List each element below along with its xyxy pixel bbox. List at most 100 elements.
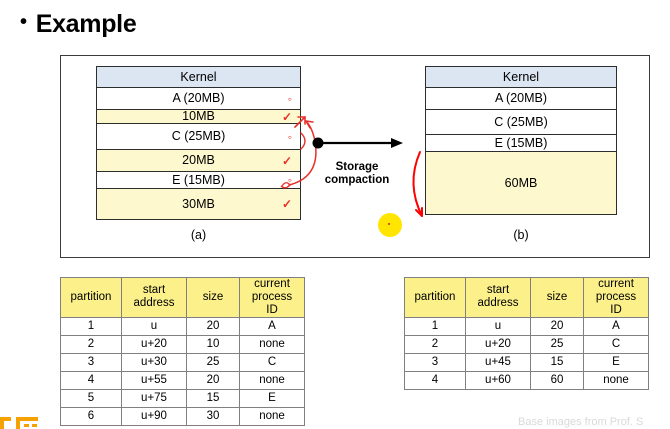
cell-size: 25	[186, 352, 240, 372]
memory-block-c-25mb: C (25MB) ◦	[96, 123, 301, 149]
memory-block-20mb: 20MB ✓	[96, 149, 301, 171]
memory-block-label: E (15MB)	[172, 172, 225, 187]
red-pen-mark-v: ✓	[281, 197, 292, 211]
cell-current-process-id: none	[239, 370, 305, 390]
cell-current-process-id: C	[583, 334, 649, 354]
memory-block-label: A (20MB)	[172, 91, 225, 106]
column-header-partition: partition	[404, 277, 466, 318]
caption-after: (b)	[513, 228, 529, 242]
memory-block-30mb: 30MB ✓	[96, 188, 301, 220]
memory-block-kernel: Kernel	[96, 66, 301, 87]
cell-size: 20	[186, 316, 240, 336]
cell-current-process-id: none	[239, 406, 305, 426]
cell-partition: 2	[404, 334, 466, 354]
cell-partition: 4	[60, 370, 122, 390]
compaction-label-line1: Storage	[335, 161, 379, 173]
caption-before: (a)	[190, 228, 207, 242]
memory-block-c-25mb: C (25MB)	[425, 109, 617, 134]
cell-size: 15	[530, 352, 584, 372]
cell-start-address: u+30	[121, 352, 187, 372]
footer-credit: Base images from Prof. S	[518, 416, 644, 428]
red-pen-mark-o: ◦	[287, 173, 292, 187]
memory-block-label: Kernel	[502, 69, 540, 84]
cell-current-process-id: none	[583, 370, 649, 390]
red-pen-mark-o: ◦	[287, 129, 292, 144]
memory-block-kernel: Kernel	[425, 66, 617, 87]
cell-partition: 5	[60, 388, 122, 408]
page-title-text: Example	[35, 10, 137, 38]
memory-block-a-20mb: A (20MB) ◦	[96, 87, 301, 109]
red-pen-mark-v: ✓	[281, 109, 292, 124]
column-header-size: size	[530, 277, 584, 318]
cell-size: 20	[186, 370, 240, 390]
cell-current-process-id: A	[239, 316, 305, 336]
storage-compaction-label: Storage compaction	[311, 161, 403, 187]
column-header-partition: partition	[60, 277, 122, 318]
memory-diagram-before: Kernel A (20MB) ◦ 10MB ✓ C (25MB) ◦ 20MB ✓ E (15M…	[96, 66, 301, 220]
cell-start-address: u+45	[465, 352, 531, 372]
cell-partition: 4	[404, 370, 466, 390]
storage-compaction-arrow-group: Storage compaction	[311, 136, 403, 187]
cell-start-address: u+90	[121, 406, 187, 426]
cell-current-process-id: E	[583, 352, 649, 372]
cell-partition: 3	[404, 352, 466, 372]
red-pen-mark-o: ◦	[287, 91, 292, 106]
memory-block-label: C (25MB)	[494, 114, 548, 129]
cell-size: 30	[186, 406, 240, 426]
bullet-glyph: •	[20, 11, 27, 33]
corner-logo	[0, 417, 42, 429]
page-title: • Example	[20, 10, 137, 39]
arrow-icon	[312, 137, 403, 149]
cell-start-address: u+60	[465, 370, 531, 390]
cell-start-address: u	[465, 316, 531, 336]
cell-partition: 1	[60, 316, 122, 336]
red-pen-mark-v: ✓	[281, 153, 292, 168]
cell-partition: 1	[404, 316, 466, 336]
memory-block-e-15mb: E (15MB)	[425, 134, 617, 151]
cell-start-address: u+55	[121, 370, 187, 390]
cell-start-address: u+20	[465, 334, 531, 354]
cell-current-process-id: E	[239, 388, 305, 408]
memory-block-a-20mb: A (20MB)	[425, 87, 617, 109]
cell-current-process-id: C	[239, 352, 305, 372]
cell-size: 10	[186, 334, 240, 354]
memory-block-label: Kernel	[180, 69, 217, 84]
memory-block-label: A (20MB)	[494, 91, 548, 106]
cell-current-process-id: none	[239, 334, 305, 354]
memory-block-label: C (25MB)	[171, 129, 226, 144]
cell-partition: 2	[60, 334, 122, 354]
memory-block-label: 10MB	[182, 109, 215, 124]
memory-block-10mb: 10MB ✓	[96, 109, 301, 123]
memory-block-label: 30MB	[182, 196, 215, 211]
cell-start-address: u	[121, 316, 187, 336]
memory-block-label: 60MB	[504, 175, 538, 190]
cell-start-address: u+20	[121, 334, 187, 354]
cell-size: 60	[530, 370, 584, 390]
cell-partition: 6	[60, 406, 122, 426]
cell-current-process-id: A	[583, 316, 649, 336]
memory-block-60mb: 60MB	[425, 151, 617, 215]
memory-block-e-15mb: E (15MB) ◦	[96, 171, 301, 188]
memory-diagram-after: Kernel A (20MB) C (25MB) E (15MB) 60MB	[425, 66, 617, 215]
memory-block-label: E (15MB)	[494, 135, 548, 150]
cell-size: 25	[530, 334, 584, 354]
memory-block-label: 20MB	[182, 153, 215, 168]
compaction-label-line2: compaction	[324, 174, 390, 187]
column-header-size: size	[186, 277, 240, 318]
yellow-highlight-dot	[378, 213, 402, 237]
